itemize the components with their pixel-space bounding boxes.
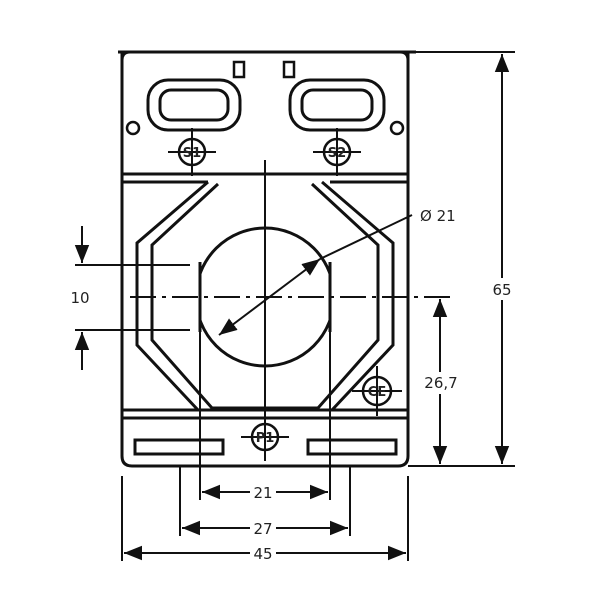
dim-45: 45 (253, 545, 272, 563)
slot-bottom-right (306, 438, 398, 456)
terminal-s2-label: S2 (328, 146, 346, 161)
ce-mark-label: CE (368, 385, 386, 400)
core-outer-right (321, 180, 395, 412)
dim-21: 21 (253, 484, 272, 502)
terminals (168, 128, 402, 461)
transformer-body (118, 50, 416, 468)
slot-top-right (288, 78, 386, 132)
centerlines (130, 160, 455, 456)
dim-65: 65 (492, 281, 511, 299)
dim-10: 10 (70, 289, 89, 307)
slot-bottom-left (133, 438, 225, 456)
core-outer-left (135, 180, 209, 412)
dim-diameter: Ø 21 (420, 207, 456, 225)
terminal-p1-label: P1 (256, 431, 275, 446)
slot-top-left (146, 78, 242, 132)
dimension-labels: 65 Ø 21 26,7 10 21 27 45 (70, 207, 518, 563)
dim-27: 27 (253, 520, 272, 538)
dim-26-7: 26,7 (424, 374, 457, 392)
terminal-s1-label: S1 (183, 146, 201, 161)
dimension-lines (74, 51, 515, 561)
